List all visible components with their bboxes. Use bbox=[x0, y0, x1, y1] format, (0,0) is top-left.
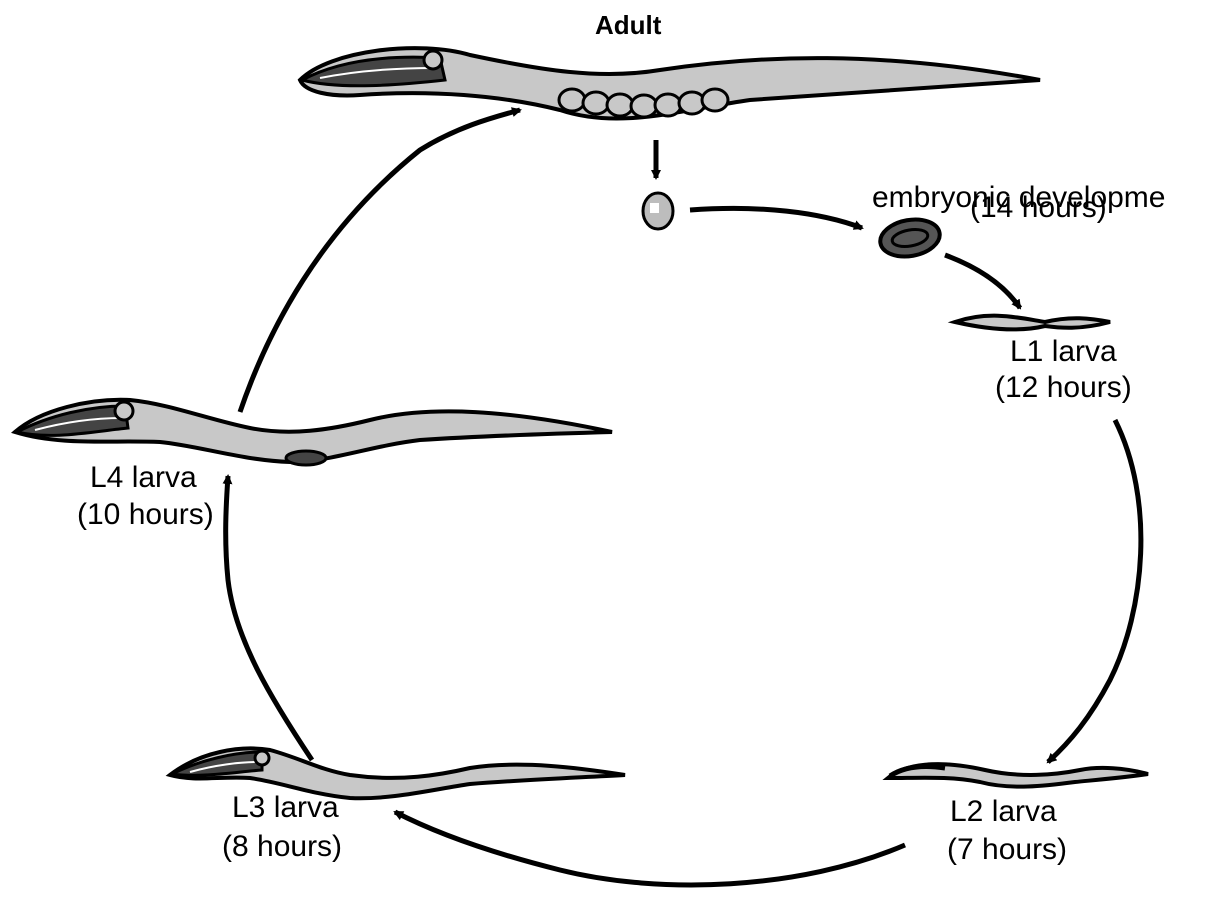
l4-stage-name: L4 larva bbox=[90, 463, 197, 493]
cycle-arrows bbox=[226, 110, 1141, 885]
egg-icon bbox=[643, 193, 673, 229]
adult-title: Adult bbox=[595, 12, 661, 38]
l4-larva-icon bbox=[15, 400, 612, 465]
adult-worm-icon bbox=[300, 48, 1040, 118]
arrow-l1-to-l2 bbox=[1048, 420, 1141, 762]
arrow-l4-to-adult bbox=[240, 110, 520, 412]
embryonic-stage-time: (14 hours) bbox=[970, 193, 1107, 223]
l2-stage-name: L2 larva bbox=[950, 797, 1057, 827]
arrow-egg-to-embryo bbox=[690, 208, 862, 228]
embryo-icon bbox=[877, 215, 942, 261]
l1-larva-icon bbox=[955, 316, 1110, 330]
arrow-l3-to-l4 bbox=[226, 476, 312, 760]
l2-larva-icon bbox=[888, 764, 1148, 787]
arrow-embryo-to-l1 bbox=[945, 255, 1020, 308]
l3-stage-name: L3 larva bbox=[232, 793, 339, 823]
l3-stage-time: (8 hours) bbox=[222, 832, 342, 862]
l1-stage-name: L1 larva bbox=[1010, 337, 1117, 367]
l2-stage-time: (7 hours) bbox=[947, 835, 1067, 865]
arrow-l2-to-l3 bbox=[395, 812, 905, 885]
l1-stage-time: (12 hours) bbox=[995, 373, 1132, 403]
l4-stage-time: (10 hours) bbox=[77, 500, 214, 530]
